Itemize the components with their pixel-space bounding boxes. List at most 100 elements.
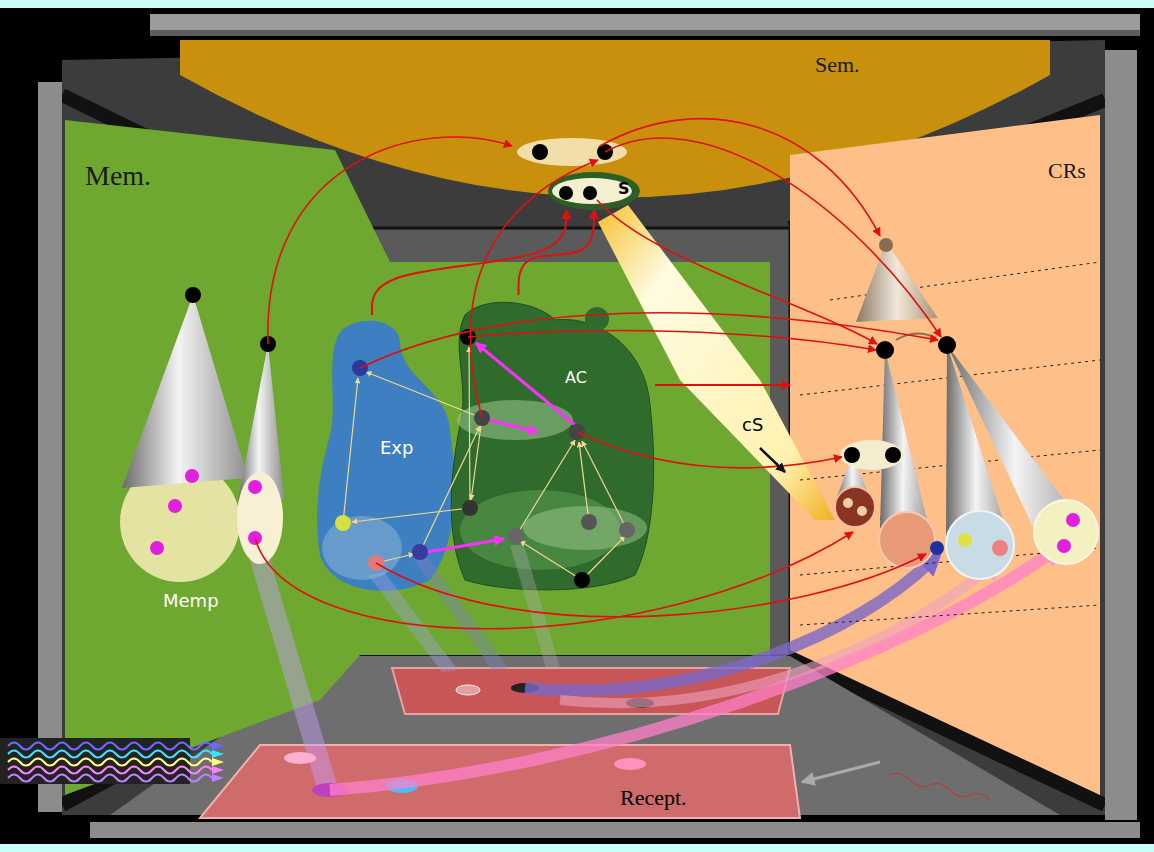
signal-waves bbox=[8, 767, 212, 774]
signal-waves bbox=[212, 766, 224, 774]
response-cones bbox=[880, 350, 932, 540]
room-background bbox=[38, 82, 62, 812]
memory-cones bbox=[168, 499, 182, 513]
transfer-bands bbox=[330, 552, 1052, 790]
room-background bbox=[1105, 50, 1137, 820]
oval-halo bbox=[548, 172, 640, 210]
expert-network bbox=[582, 441, 627, 530]
expert-network bbox=[476, 343, 575, 425]
signal-waves bbox=[212, 742, 224, 750]
signal-waves bbox=[212, 750, 224, 758]
room-background bbox=[150, 30, 1140, 36]
response-cones bbox=[958, 533, 972, 547]
red-projections bbox=[597, 200, 877, 344]
semantic-dots bbox=[532, 144, 548, 160]
response-cones bbox=[946, 511, 1014, 579]
signal-waves bbox=[212, 774, 224, 782]
response-cones bbox=[879, 512, 935, 568]
expert-network bbox=[474, 410, 490, 426]
region-blob bbox=[451, 302, 653, 590]
expert-network bbox=[335, 515, 351, 531]
node-label: Memp bbox=[163, 590, 219, 611]
expert-network bbox=[460, 329, 476, 345]
memory-cones bbox=[185, 469, 199, 483]
floor-beams bbox=[250, 545, 654, 797]
signal-waves bbox=[0, 738, 190, 784]
beam-body bbox=[598, 205, 835, 520]
response-cones bbox=[840, 440, 904, 470]
node-label: Sem. bbox=[815, 52, 860, 78]
region-highlight bbox=[460, 490, 620, 570]
memory-cones bbox=[150, 541, 164, 555]
expert-network bbox=[376, 554, 414, 563]
node-label: CRs bbox=[1048, 158, 1086, 184]
node-label: S bbox=[618, 179, 630, 198]
red-projections bbox=[577, 432, 842, 468]
signal-waves bbox=[0, 738, 224, 784]
response-cones bbox=[879, 238, 893, 252]
expert-network bbox=[574, 572, 590, 588]
expert-network bbox=[469, 347, 470, 508]
response-cones bbox=[800, 360, 1100, 395]
response-cones bbox=[1034, 500, 1098, 564]
semantic-dots bbox=[517, 138, 627, 166]
projection-arrow bbox=[519, 210, 595, 295]
floor-beams bbox=[284, 752, 316, 764]
memory-disc bbox=[120, 462, 240, 582]
node-label: Mem. bbox=[85, 160, 151, 192]
projection-arrow bbox=[655, 384, 790, 386]
response-cones bbox=[880, 455, 930, 530]
room-background bbox=[392, 668, 790, 714]
experience-region: Exp bbox=[312, 315, 462, 595]
selection-beam: cS bbox=[590, 200, 845, 530]
expert-network bbox=[579, 442, 589, 522]
expert-network bbox=[508, 528, 524, 544]
expert-network bbox=[352, 360, 368, 376]
floor-beams bbox=[386, 779, 418, 793]
transfer-bands bbox=[330, 552, 1052, 790]
floor-beams bbox=[511, 683, 539, 693]
response-cones bbox=[800, 548, 1100, 575]
expert-network bbox=[520, 541, 582, 580]
floor-beams bbox=[368, 572, 458, 672]
semantic-dots bbox=[559, 186, 573, 200]
memory-cones bbox=[260, 336, 276, 352]
signal-waves bbox=[8, 743, 212, 750]
expert-network bbox=[368, 555, 384, 571]
response-cones bbox=[946, 345, 1012, 548]
memory-cones bbox=[122, 287, 284, 564]
red-projections bbox=[605, 138, 941, 337]
expert-network bbox=[523, 506, 647, 550]
response-cones bbox=[836, 455, 872, 502]
red-projections bbox=[255, 119, 941, 629]
expert-network bbox=[366, 372, 482, 418]
floor-beams bbox=[456, 685, 480, 695]
response-cones bbox=[896, 333, 936, 340]
beam-arrow bbox=[760, 448, 785, 472]
memory-cones bbox=[122, 295, 248, 488]
expert-network bbox=[462, 500, 478, 516]
response-cones bbox=[938, 336, 956, 354]
node-label: AC bbox=[565, 368, 587, 387]
expert-network bbox=[581, 514, 597, 530]
room-background bbox=[90, 822, 1140, 838]
red-projections bbox=[360, 313, 938, 368]
room-background bbox=[62, 40, 1105, 815]
semantic-dots bbox=[597, 144, 613, 160]
floor-beams bbox=[250, 560, 338, 792]
floor-beams bbox=[626, 698, 654, 708]
response-cones bbox=[800, 450, 1100, 480]
signal-waves bbox=[212, 758, 224, 766]
expert-network bbox=[343, 378, 358, 523]
semantic-dots bbox=[583, 186, 597, 200]
association-region: AC bbox=[445, 295, 655, 595]
response-cones bbox=[844, 447, 860, 463]
expert-network bbox=[619, 522, 635, 538]
node-label: Exp bbox=[380, 437, 413, 458]
response-cones bbox=[885, 447, 901, 463]
floor-beams bbox=[614, 758, 646, 770]
